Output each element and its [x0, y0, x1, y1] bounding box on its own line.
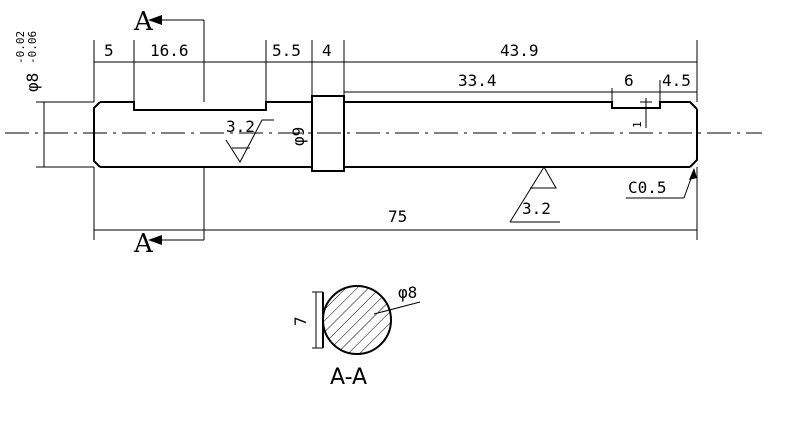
section-cut-top: A: [133, 7, 205, 102]
section-cut-bottom: A: [133, 167, 205, 259]
overall-length: 75: [93, 167, 698, 240]
dim-43-9: 43.9: [500, 41, 539, 60]
dim-33-4: 33.4: [458, 71, 497, 90]
dim-5: 5: [104, 41, 114, 60]
collar: [311, 95, 345, 172]
dim-6: 6: [624, 71, 634, 90]
roughness-2: 3.2: [522, 199, 551, 218]
chamfer-callout: C0.5: [626, 168, 697, 199]
dim-16-6: 16.6: [150, 41, 189, 60]
tol-base: φ8: [23, 73, 42, 92]
dim-75: 75: [388, 207, 407, 226]
section-mark-bottom: A: [133, 229, 154, 259]
section-view: 7 φ8 A-A: [291, 283, 421, 390]
dim-4-5: 4.5: [662, 71, 691, 90]
tol-upper: -0.02: [14, 31, 27, 64]
keyway-dimensions: 33.4 6 4.5 1: [344, 71, 697, 128]
dim-7: 7: [291, 316, 310, 326]
dim-1: 1: [631, 121, 644, 128]
roughness-1: 3.2: [226, 117, 255, 136]
roughness-symbol-2: 3.2: [509, 166, 560, 223]
dim-phi8-section: φ8: [398, 283, 417, 302]
chamfer-label: C0.5: [628, 178, 667, 197]
dim-phi9: φ9: [289, 127, 308, 146]
roughness-symbol-1: 3.2: [225, 117, 274, 163]
dim-4: 4: [322, 41, 332, 60]
section-title: A-A: [330, 365, 367, 390]
section-mark-top: A: [133, 7, 154, 37]
dim-5-5: 5.5: [272, 41, 301, 60]
diameter-tolerance: φ8 -0.02 -0.06: [14, 31, 94, 168]
top-dimensions: 5 16.6 5.5 4 43.9: [93, 40, 698, 110]
tol-lower: -0.06: [26, 31, 39, 64]
